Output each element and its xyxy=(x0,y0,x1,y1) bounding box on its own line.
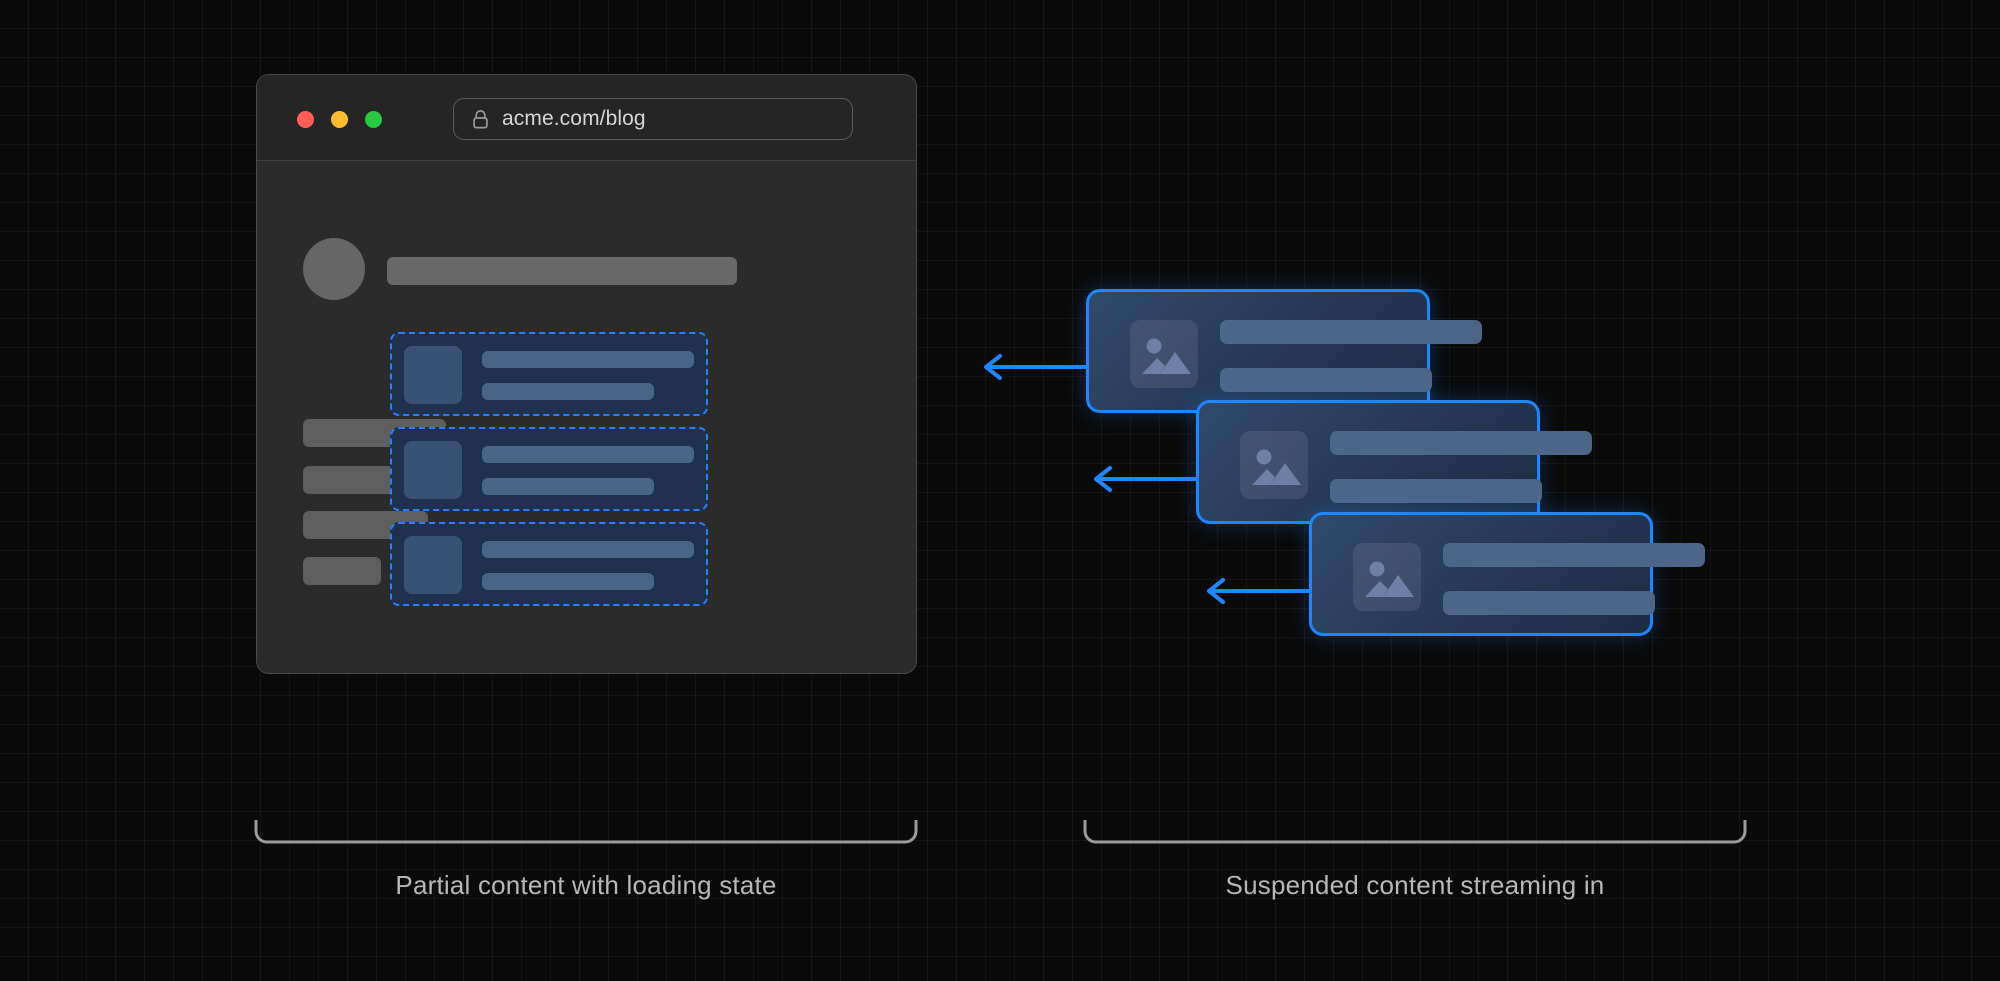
thumbnail-placeholder xyxy=(404,536,462,594)
browser-window: acme.com/blog xyxy=(256,74,917,674)
caption-right: Suspended content streaming in xyxy=(1225,870,1605,900)
stream-arrow-1 xyxy=(984,354,1090,380)
text-skeleton-line xyxy=(1330,431,1592,455)
stream-arrow-2 xyxy=(1094,466,1200,492)
browser-content-area xyxy=(257,161,916,673)
window-controls xyxy=(297,111,382,128)
streaming-card xyxy=(1309,512,1705,636)
image-icon xyxy=(1240,431,1308,499)
header-skeleton-bar xyxy=(387,257,737,285)
url-bar[interactable]: acme.com/blog xyxy=(453,98,853,140)
bracket-left xyxy=(254,820,918,844)
browser-chrome: acme.com/blog xyxy=(257,75,916,161)
loading-placeholder-card xyxy=(390,522,708,606)
lock-icon xyxy=(473,109,488,128)
streaming-card xyxy=(1086,289,1482,413)
caption-left: Partial content with loading state xyxy=(395,870,777,900)
text-skeleton-line xyxy=(1443,543,1705,567)
image-icon xyxy=(1130,320,1198,388)
sidebar-skeleton-bar xyxy=(303,466,407,494)
bracket-right xyxy=(1083,820,1747,844)
thumbnail-placeholder xyxy=(404,441,462,499)
url-text: acme.com/blog xyxy=(502,107,646,130)
text-skeleton-line xyxy=(1330,479,1542,503)
sidebar-skeleton-bar xyxy=(303,557,381,585)
stream-arrow-3 xyxy=(1207,578,1313,604)
text-skeleton-line xyxy=(1220,368,1432,392)
streaming-card xyxy=(1196,400,1592,524)
text-skeleton-line xyxy=(1220,320,1482,344)
close-button[interactable] xyxy=(297,111,314,128)
text-skeleton-line xyxy=(482,541,694,558)
text-skeleton-line xyxy=(1443,591,1655,615)
image-icon xyxy=(1353,543,1421,611)
text-skeleton-line xyxy=(482,446,694,463)
avatar xyxy=(303,238,365,300)
loading-placeholder-card xyxy=(390,332,708,416)
maximize-button[interactable] xyxy=(365,111,382,128)
loading-placeholder-card xyxy=(390,427,708,511)
text-skeleton-line xyxy=(482,351,694,368)
text-skeleton-line xyxy=(482,478,654,495)
text-skeleton-line xyxy=(482,383,654,400)
text-skeleton-line xyxy=(482,573,654,590)
minimize-button[interactable] xyxy=(331,111,348,128)
thumbnail-placeholder xyxy=(404,346,462,404)
